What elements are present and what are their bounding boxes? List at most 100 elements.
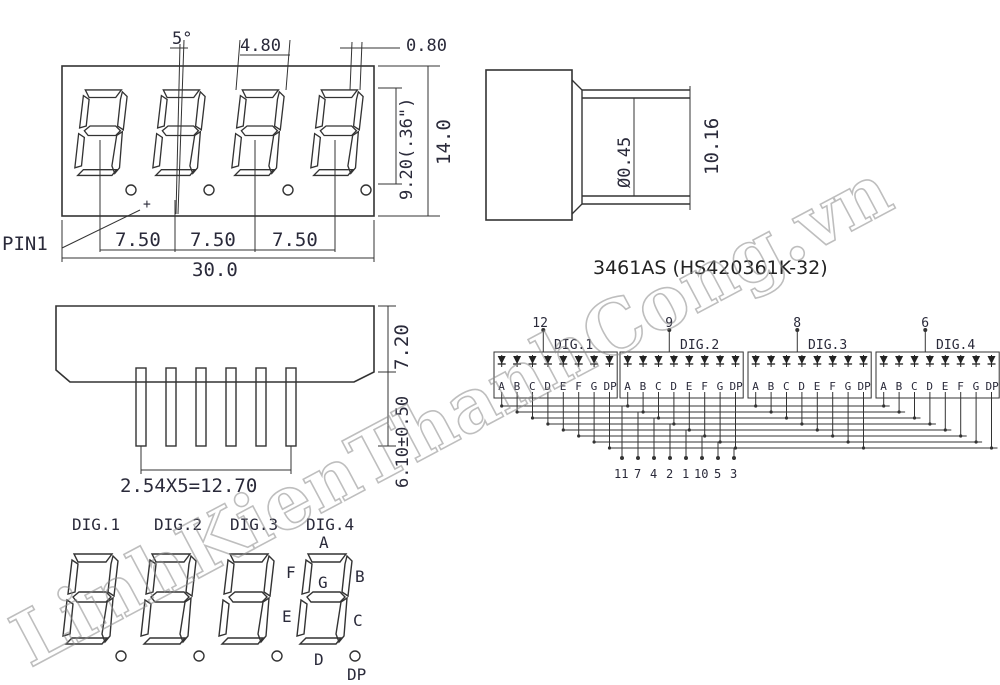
led-diode: [843, 354, 853, 368]
digit-block: [875, 351, 1000, 399]
seg-label-c: C: [353, 611, 363, 630]
pin1-label: PIN1: [2, 233, 48, 255]
segment-label: A: [624, 380, 631, 393]
seg-label-f: F: [286, 563, 296, 582]
digit-block: [493, 351, 618, 399]
pin-number: 5: [714, 467, 721, 481]
seg-dig1-label: DIG.1: [72, 515, 120, 534]
front-view: + 5° 4.80 0.80 9.20(.36") 14.0 PIN1: [2, 29, 455, 281]
height-label: 14.0: [433, 119, 455, 165]
pin-dot: [620, 456, 624, 460]
pin-number: 3: [730, 467, 737, 481]
pitch-1-label: 7.50: [115, 229, 161, 251]
pin-span-label: 10.16: [701, 118, 723, 175]
width-label: 30.0: [192, 259, 238, 281]
led-diode: [925, 354, 935, 368]
side-body: [485, 69, 573, 221]
segment-label: A: [880, 380, 887, 393]
bottom-pins: [135, 367, 297, 447]
led-diode: [797, 354, 807, 368]
seg-digit-4: [296, 553, 361, 662]
pin-dot: [716, 456, 720, 460]
led-diode: [986, 354, 997, 368]
led-diode: [715, 354, 725, 368]
segment-label: A: [498, 380, 505, 393]
segment-diagram: DIG.1 DIG.2 DIG.3 DIG.4 A B C D E F G DP: [62, 515, 366, 684]
segment-label: G: [591, 380, 598, 393]
angle-label: 5°: [172, 29, 192, 49]
side-view: Ø0.45 10.16: [485, 69, 723, 221]
pin-number: 1: [682, 467, 689, 481]
seg-dig4-label: DIG.4: [306, 515, 354, 534]
digit-pin-number: 6: [921, 316, 929, 331]
segment-label: DP: [858, 380, 872, 393]
digit-label: DIG.1: [554, 338, 593, 353]
segment-label: C: [529, 380, 536, 393]
seg-label-d: D: [314, 650, 324, 669]
pin-number: 2: [666, 467, 673, 481]
digit-block: [619, 351, 744, 399]
front-digit-3: [231, 89, 294, 196]
led-diode: [909, 354, 920, 368]
led-diode: [940, 354, 950, 368]
segment-label: B: [640, 380, 647, 393]
digit-pin-number: 12: [532, 316, 548, 331]
seg-digit-1: [62, 553, 127, 662]
front-digit-2: [152, 89, 215, 196]
segment-label: F: [701, 380, 708, 393]
digit-common-dot: [795, 328, 800, 332]
front-digit-4: [310, 89, 372, 196]
segment-label: C: [911, 380, 918, 393]
segment-label: DP: [604, 380, 618, 393]
led-diode: [766, 354, 776, 368]
pin-number: 7: [634, 467, 641, 481]
led-diode: [730, 354, 741, 368]
segment-label: G: [973, 380, 980, 393]
seg-label-b: B: [355, 567, 365, 586]
display-body: [61, 65, 375, 217]
led-diode: [894, 354, 904, 368]
digit-block: [747, 351, 872, 399]
bottom-view: 7.20 6.10±0.50 2.54X5=12.70: [55, 305, 413, 497]
seg-dig3-label: DIG.3: [230, 515, 278, 534]
segment-label: B: [896, 380, 903, 393]
seg-label-e: E: [282, 607, 292, 626]
pin-number: 10: [694, 467, 708, 481]
part-number: 3461AS (HS420361K-32): [593, 257, 828, 279]
pitch-3-label: 7.50: [272, 229, 318, 251]
digit-pin-number: 8: [793, 316, 801, 331]
segment-label: C: [655, 380, 662, 393]
segment-label: F: [829, 380, 836, 393]
seg-dig2-label: DIG.2: [154, 515, 202, 534]
led-diode: [956, 354, 966, 368]
pin-dot: [700, 456, 704, 460]
segment-label: F: [575, 380, 582, 393]
front-digit-1: [74, 89, 137, 196]
segment-label: B: [514, 380, 521, 393]
segment-label: A: [752, 380, 759, 393]
pitch-2-label: 7.50: [190, 229, 236, 251]
seg-digit-2: [140, 553, 205, 662]
pin-len-label: 6.10±0.50: [393, 396, 413, 488]
led-diode: [781, 354, 792, 368]
pin-dot: [668, 456, 672, 460]
digit-common-dot: [541, 328, 546, 332]
digit-common-dot: [923, 328, 928, 332]
pin-dot: [652, 456, 656, 460]
char-height-label: 9.20(.36"): [397, 98, 417, 200]
segment-label: G: [717, 380, 724, 393]
segment-label: E: [942, 380, 949, 393]
seg-label-g: G: [318, 573, 328, 592]
pin-number: 4: [650, 467, 657, 481]
segment-label: C: [783, 380, 790, 393]
led-diode: [653, 354, 664, 368]
digit-label: DIG.4: [936, 338, 975, 353]
seg-width-label: 0.80: [406, 36, 447, 56]
led-diode: [751, 354, 761, 368]
segment-label: G: [845, 380, 852, 393]
segment-label: D: [926, 380, 933, 393]
segment-label: D: [544, 380, 551, 393]
digit-pin-number: 9: [665, 316, 673, 331]
